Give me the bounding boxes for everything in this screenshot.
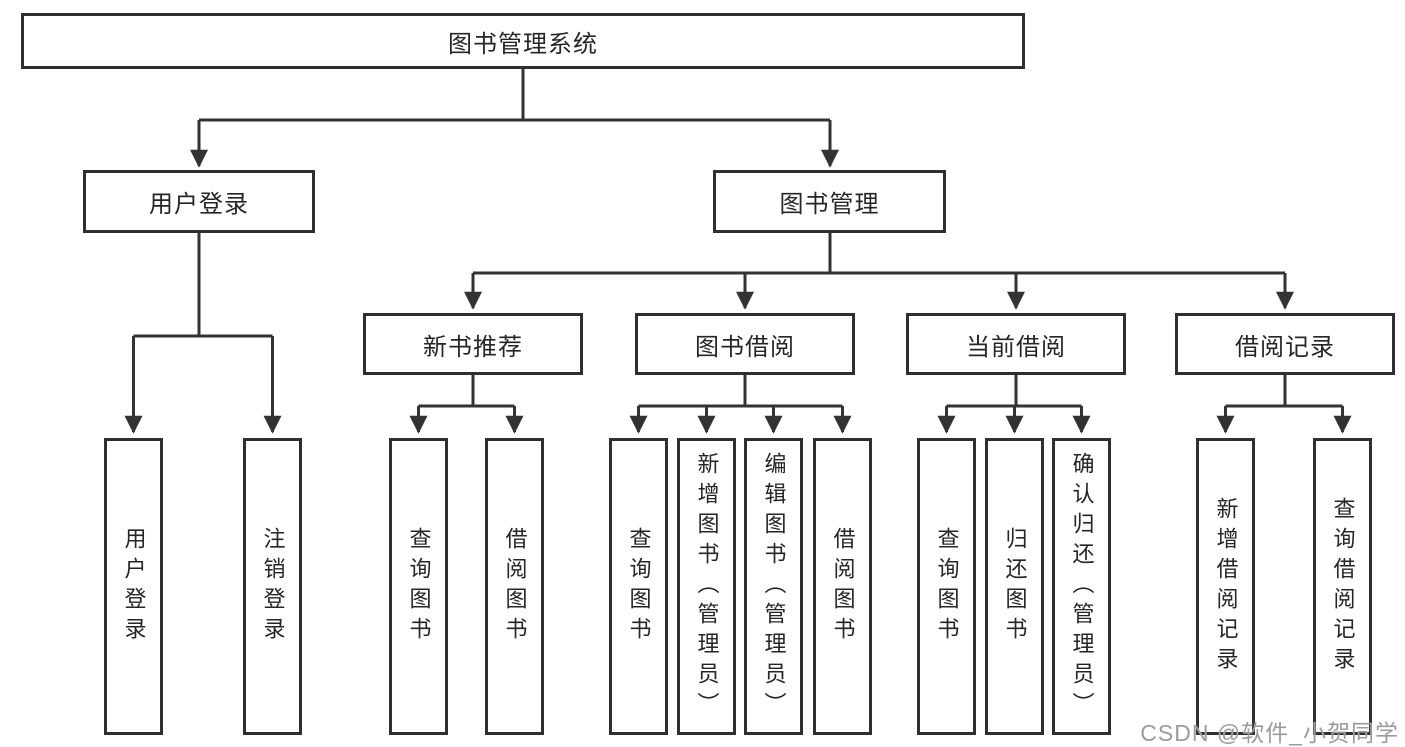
leaf-bb-edit-books-admin: 编辑图书（管理员） xyxy=(744,438,803,735)
leaf-nbr-query-books: 查询图书 xyxy=(389,438,448,735)
leaf-br-add-record: 新增借阅记录 xyxy=(1196,438,1255,735)
node-root-label: 图书管理系统 xyxy=(448,30,598,58)
leaf-cb-return-books: 归还图书 xyxy=(985,438,1044,735)
leaf-bb-query-books-label: 查询图书 xyxy=(626,526,652,647)
node-new-book-recommend-label: 新书推荐 xyxy=(423,333,523,361)
leaf-cb-confirm-return-admin-label: 确认归还（管理员） xyxy=(1069,451,1095,722)
leaf-nbr-borrow-books: 借阅图书 xyxy=(485,438,544,735)
leaf-bb-add-books-admin-label: 新增图书（管理员） xyxy=(694,451,720,722)
node-book-borrowing: 图书借阅 xyxy=(635,313,855,375)
node-book-borrowing-label: 图书借阅 xyxy=(695,333,795,361)
leaf-logout-label: 注销登录 xyxy=(260,526,286,647)
leaf-bb-query-books: 查询图书 xyxy=(609,438,668,735)
node-current-borrowing-label: 当前借阅 xyxy=(966,333,1066,361)
leaf-user-login: 用户登录 xyxy=(104,438,163,735)
connector-book-management-trunk xyxy=(473,233,1285,275)
leaf-bb-edit-books-admin-label: 编辑图书（管理员） xyxy=(761,451,787,722)
node-book-management: 图书管理 xyxy=(713,170,946,233)
connector-user-login-trunk xyxy=(133,233,273,338)
leaf-user-login-label: 用户登录 xyxy=(121,526,147,647)
leaf-cb-return-books-label: 归还图书 xyxy=(1002,526,1028,647)
leaf-nbr-query-books-label: 查询图书 xyxy=(406,526,432,647)
leaf-bb-borrow-books: 借阅图书 xyxy=(813,438,872,735)
leaf-bb-add-books-admin: 新增图书（管理员） xyxy=(677,438,736,735)
node-root: 图书管理系统 xyxy=(21,13,1025,69)
connector-borrowing-records-trunk xyxy=(1225,375,1343,408)
leaf-cb-query-books-label: 查询图书 xyxy=(934,526,960,647)
node-user-login-label: 用户登录 xyxy=(149,191,249,218)
node-borrowing-records: 借阅记录 xyxy=(1175,313,1395,375)
leaf-logout: 注销登录 xyxy=(243,438,302,735)
leaf-cb-query-books: 查询图书 xyxy=(917,438,976,735)
leaf-br-query-record-label: 查询借阅记录 xyxy=(1330,496,1356,677)
node-borrowing-records-label: 借阅记录 xyxy=(1235,333,1335,361)
leaf-br-query-record: 查询借阅记录 xyxy=(1313,438,1372,735)
node-user-login: 用户登录 xyxy=(83,170,315,233)
leaf-nbr-borrow-books-label: 借阅图书 xyxy=(502,526,528,647)
connector-new-book-recommend-trunk xyxy=(418,375,515,408)
connector-root-trunk xyxy=(199,69,830,122)
node-book-management-label: 图书管理 xyxy=(779,191,880,218)
connector-current-borrowing-trunk xyxy=(946,375,1082,408)
node-new-book-recommend: 新书推荐 xyxy=(363,313,583,375)
leaf-cb-confirm-return-admin: 确认归还（管理员） xyxy=(1052,438,1111,735)
connector-book-borrowing-trunk xyxy=(638,375,843,408)
leaf-br-add-record-label: 新增借阅记录 xyxy=(1213,496,1239,677)
node-current-borrowing: 当前借阅 xyxy=(906,313,1126,375)
leaf-bb-borrow-books-label: 借阅图书 xyxy=(830,526,856,647)
